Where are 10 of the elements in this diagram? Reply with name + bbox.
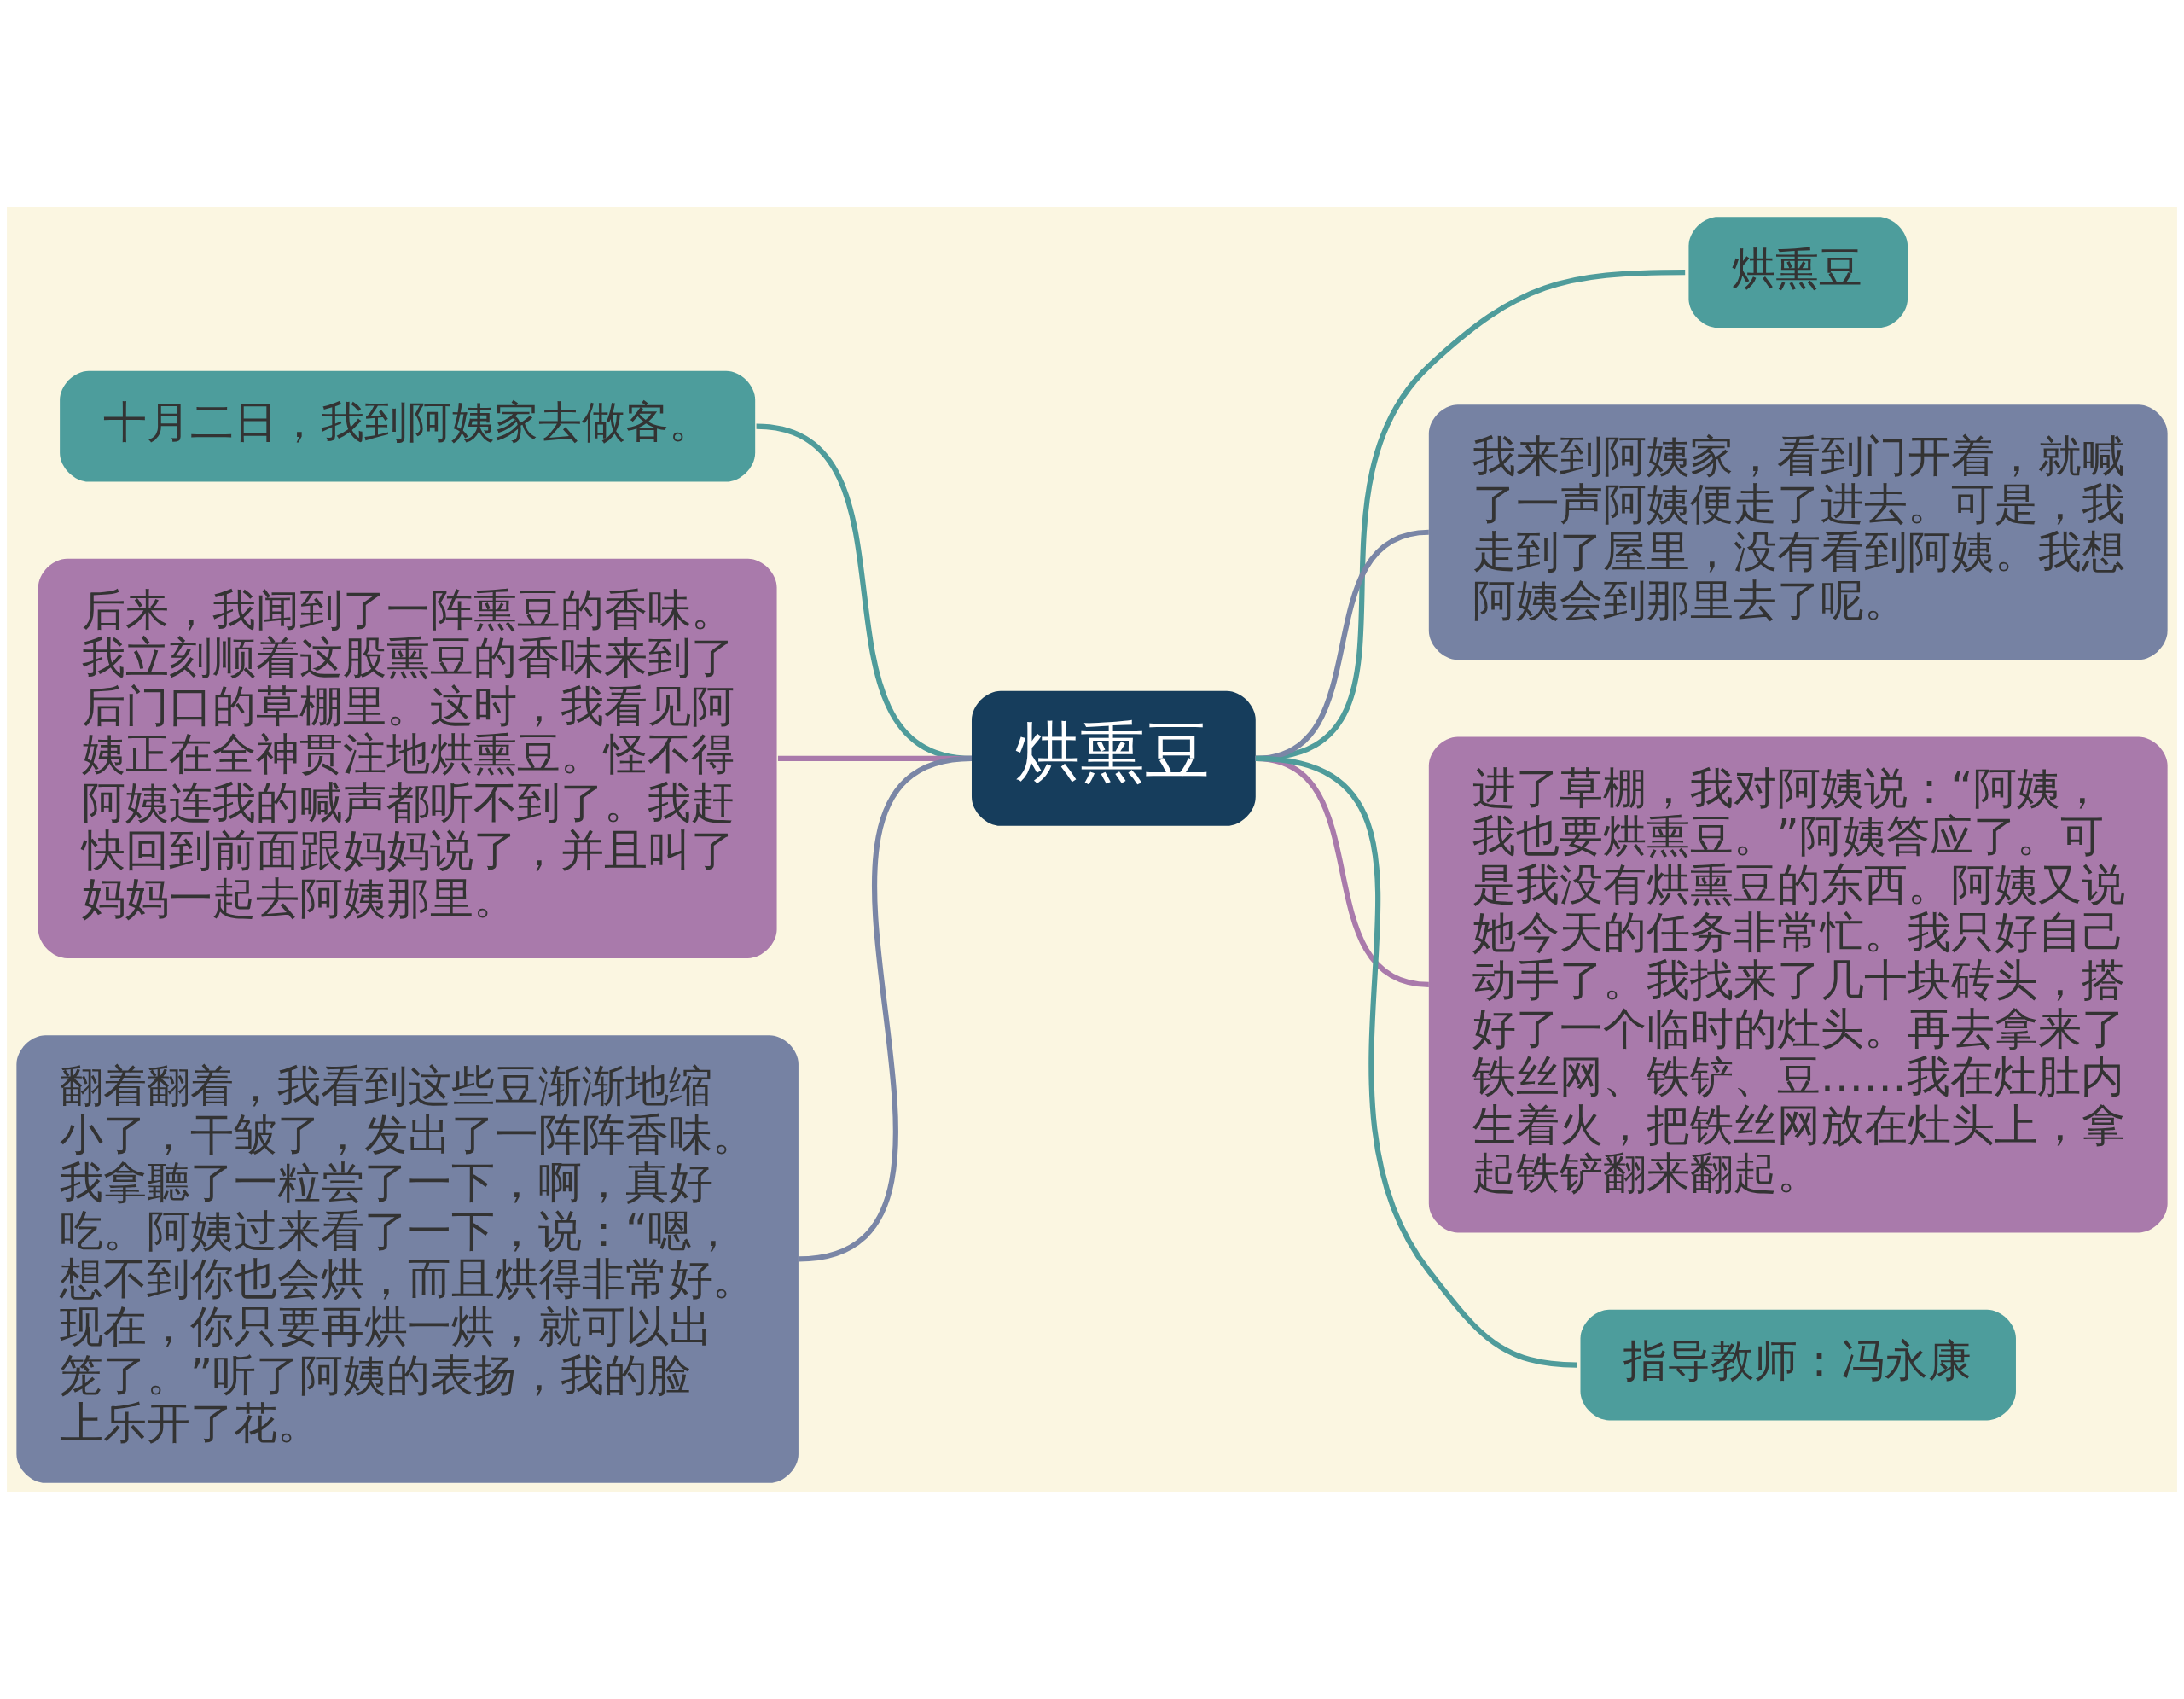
node-box: 指导教师：冯永康 — [1580, 1309, 2016, 1420]
node-box: 翻着翻着，我看到这些豆渐渐地缩小了，干皱了，发出了一阵阵香味。我拿聽了一粒尝了一下，啊，真好吃。阿姨过来看了一下，说：“嗯，想不到你也会烘，而且烘得非常好。现在，你只要再烘一烘，就可以出笼了。”听了阿姨的表扬，我的脸上乐开了花。 — [16, 1034, 799, 1483]
connector — [798, 755, 973, 1261]
node-box: 烘熏豆 — [1688, 216, 1908, 328]
node-box: 我来到阿姨家，看到门开着，就喊了一声阿姨便走了进去。可是，我走到了屋里，没有看到阿姨。我想阿姨会到那里去了呢。 — [1428, 404, 2168, 660]
node-box: 后来，我闻到了一阵熏豆的香味。我立刻顺着这股熏豆的香味来到了后门口的草棚里。这时，我看见阿姨正在全神贯注地烘熏豆。怪不得阿姨连我的喊声都听不到了。我赶快回到前面跟妈妈说了，并且叫了妈妈一起去阿姨那里。 — [38, 558, 777, 958]
node-box: 进了草棚，我对阿姨说：“阿姨，我也要烘熏豆。”阿姨答应了。可是我没有烘熏豆的东西。阿姨又说她今天的任务非常忙。我只好自己动手了。我找来了几十块砖头，搭好了一个临时的灶头。再去拿来了铁丝网、铁铲、豆……我在灶肚内生着火，把铁丝网放在灶头上，拿起铁铲翻来翻起。 — [1428, 736, 2168, 1232]
node-box: 烘熏豆 — [972, 690, 1256, 826]
connector — [1255, 755, 1577, 1368]
node-box: 十月二日，我到阿姨家去做客。 — [60, 370, 756, 481]
